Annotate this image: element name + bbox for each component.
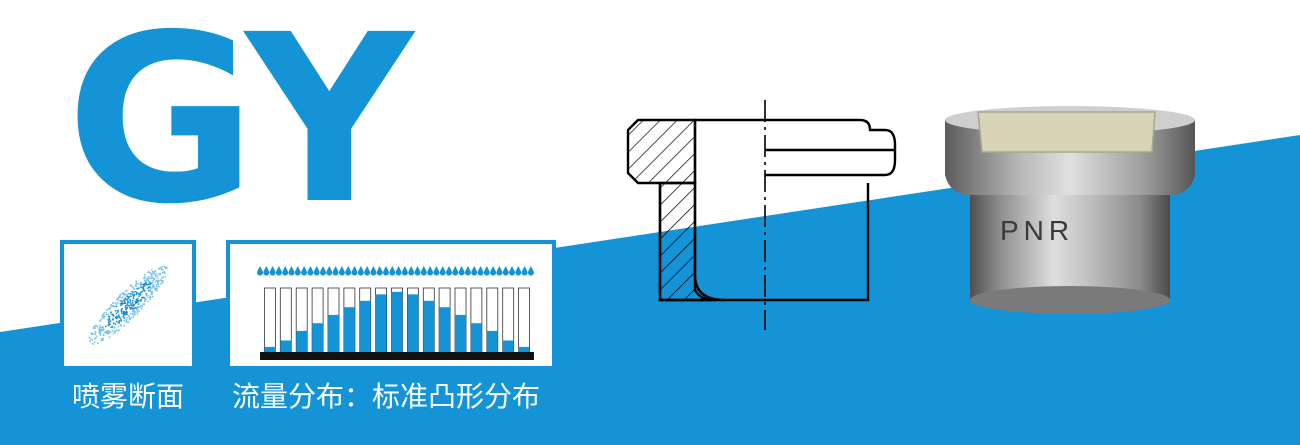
flow-bar <box>264 346 276 352</box>
flow-bar <box>343 307 355 352</box>
chart-base <box>260 352 534 360</box>
flow-bar <box>423 300 435 352</box>
flow-bar <box>375 294 387 352</box>
flow-distribution-chart <box>257 266 534 360</box>
spray-section-label: 喷雾断面 <box>72 380 185 413</box>
nozzle-engraving: PNR <box>1000 215 1074 246</box>
flow-bar-tube <box>518 287 531 353</box>
flow-bar <box>312 323 324 352</box>
flow-bar <box>280 340 292 352</box>
flow-bar-tube <box>264 287 276 353</box>
flow-bar <box>296 330 308 352</box>
spray-ellipse-icon <box>88 265 168 345</box>
flow-distribution-label: 流量分布：标准凸形分布 <box>232 380 541 413</box>
flow-bar <box>486 330 498 352</box>
spray-section-box <box>60 240 196 370</box>
flow-bar <box>502 340 514 352</box>
spray-droplets <box>257 266 534 276</box>
flow-bar <box>407 294 419 352</box>
flow-bar <box>391 291 403 352</box>
series-title: GY <box>66 0 413 255</box>
flow-bar <box>455 314 466 352</box>
flow-bar <box>328 314 339 352</box>
flow-bar <box>470 323 482 352</box>
nozzle-cross-section-drawing <box>626 100 897 330</box>
flow-distribution-box <box>226 240 556 370</box>
flow-bar <box>439 307 451 352</box>
flow-bar <box>359 300 371 352</box>
nozzle-photo: PNR <box>945 106 1195 314</box>
flow-bar <box>518 346 530 352</box>
